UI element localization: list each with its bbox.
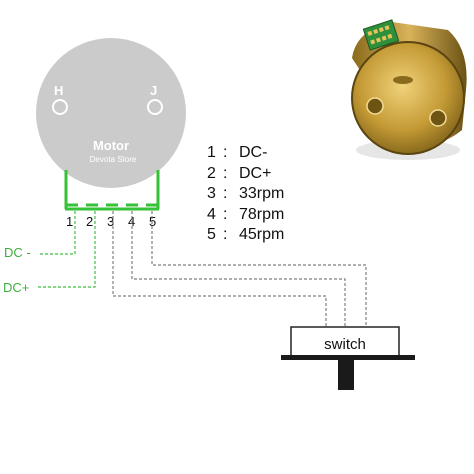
motor-connector	[64, 170, 160, 211]
pin-number-5: 5	[149, 214, 156, 229]
legend-row: 4:78rpm	[207, 205, 327, 226]
legend-label: 33rpm	[239, 185, 285, 202]
motor-photo-pcb-pads	[367, 25, 393, 45]
switch-knob	[338, 360, 354, 390]
legend-row: 5:45rpm	[207, 225, 327, 246]
legend-row: 1: DC-	[207, 143, 327, 164]
motor-hole-right	[147, 99, 163, 115]
legend-sep: :	[223, 164, 228, 182]
switch-wires	[112, 211, 367, 328]
motor-photo-hole-right	[429, 109, 447, 127]
pin-legend: 1:DC- 2:DC+ 3:33rpm 4:78rpm 5:45rpm	[207, 143, 327, 246]
legend-num: 3	[207, 185, 216, 202]
wire-dc-minus	[38, 211, 76, 255]
wire-dc-plus	[36, 211, 96, 288]
slide-switch: switch	[281, 326, 415, 390]
switch-label: switch	[324, 336, 366, 353]
pin-number-2: 2	[86, 214, 93, 229]
motor-store-label: Devota Store	[90, 155, 137, 164]
legend-sep: :	[223, 226, 228, 243]
wire-45rpm	[151, 211, 367, 328]
legend-sep: :	[223, 144, 228, 161]
legend-label: 78rpm	[239, 205, 285, 223]
legend-num: 2	[207, 164, 216, 182]
legend-row: 2: DC+	[207, 164, 327, 185]
legend-row: 3:33rpm	[207, 184, 327, 205]
motor-hole-left-label: H	[54, 83, 63, 98]
wire-33rpm	[112, 211, 327, 328]
motor-photo-face	[351, 41, 465, 155]
pin-number-3: 3	[107, 214, 114, 229]
motor-circle	[36, 38, 186, 188]
pin-number-1: 1	[66, 214, 73, 229]
legend-label: DC+	[239, 164, 272, 182]
dc-minus-label: DC -	[4, 245, 31, 260]
wire-78rpm	[131, 211, 346, 328]
motor-hole-left	[52, 99, 68, 115]
supply-wires	[36, 211, 96, 288]
dc-plus-label: DC+	[3, 280, 29, 295]
motor-hole-right-label: J	[150, 83, 157, 98]
motor-photo-hole-left	[366, 97, 384, 115]
legend-label: DC-	[239, 144, 268, 161]
legend-num: 5	[207, 226, 216, 243]
legend-sep: :	[223, 185, 228, 202]
legend-num: 4	[207, 205, 216, 223]
legend-label: 45rpm	[239, 226, 285, 243]
legend-sep: :	[223, 205, 228, 223]
legend-num: 1	[207, 144, 216, 161]
switch-base-bar	[281, 355, 415, 360]
motor-diagram: H J Motor Devota Store	[36, 38, 186, 188]
motor-photo	[351, 19, 467, 160]
motor-photo-logo	[393, 76, 413, 84]
pin-numbers: 1 2 3 4 5	[66, 214, 156, 229]
motor-title: Motor	[93, 138, 129, 153]
